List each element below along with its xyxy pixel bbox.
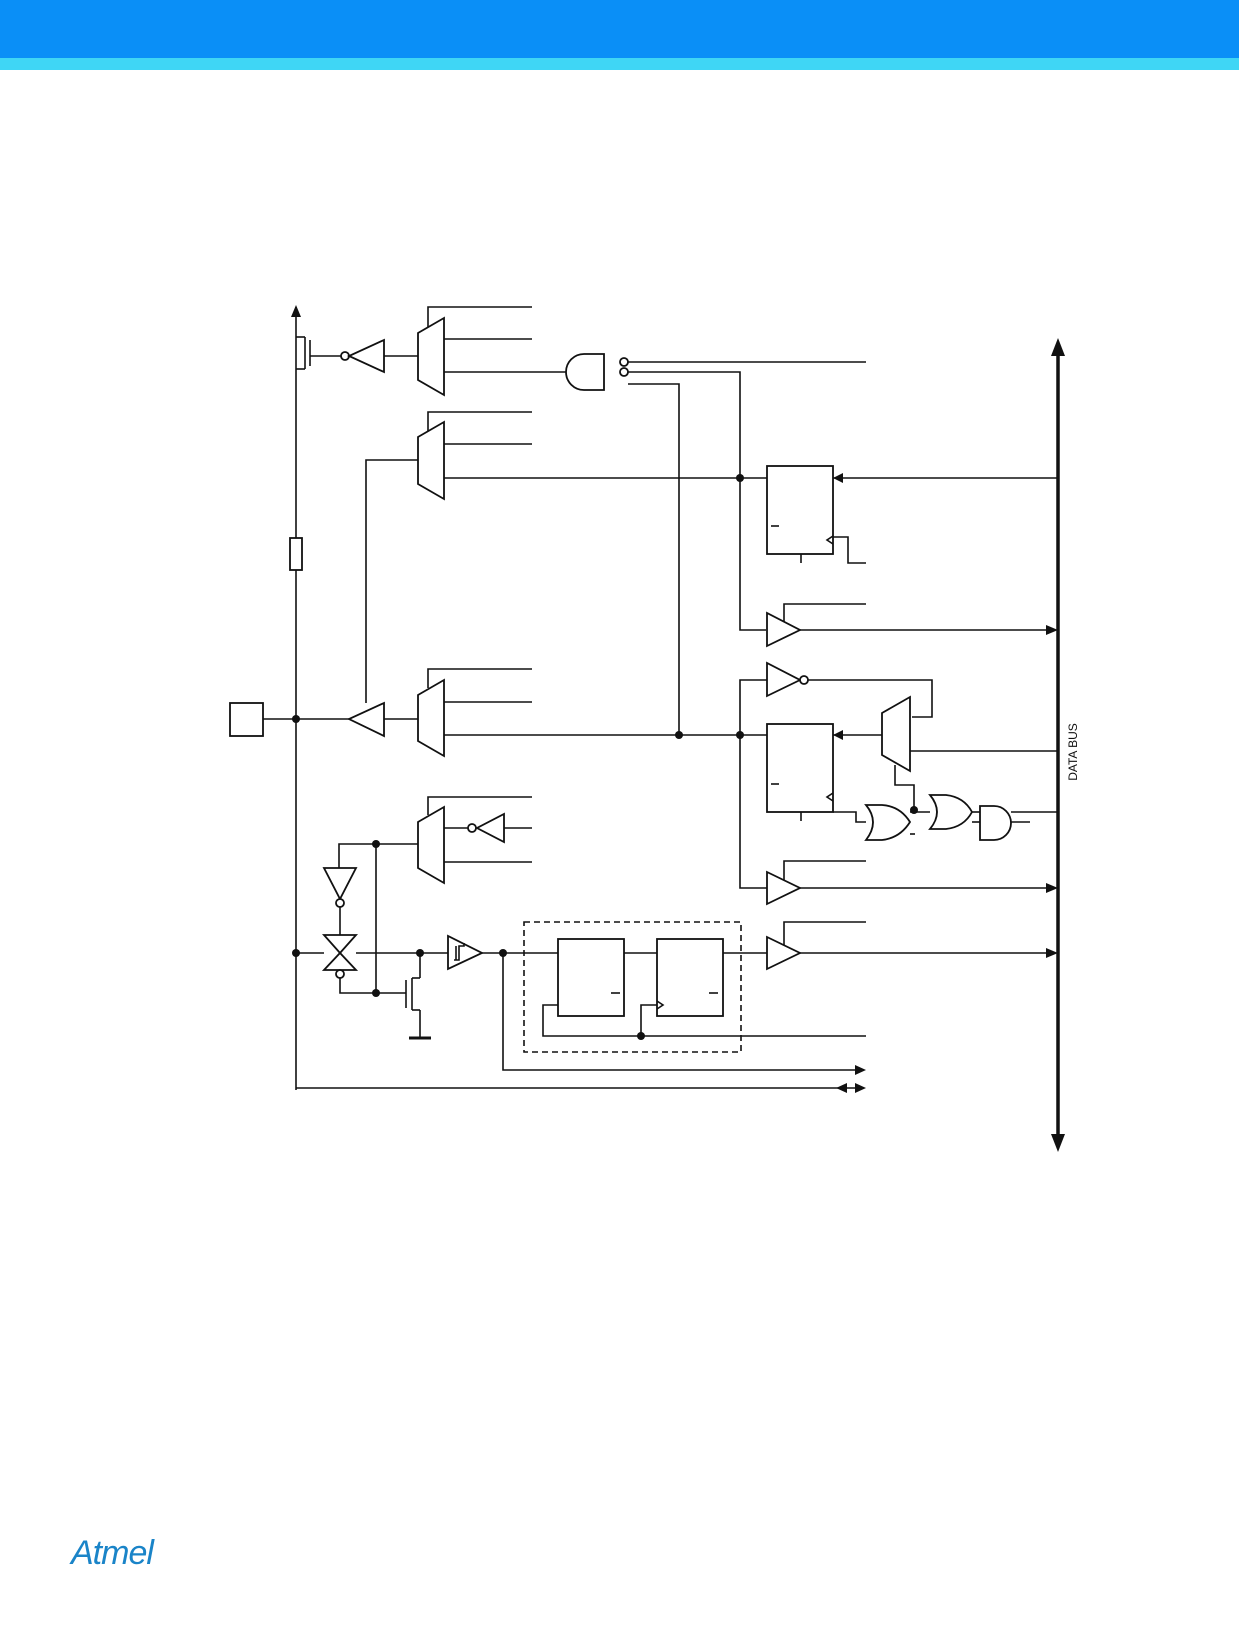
bottom-outputs [296,953,866,1093]
pullup-resistor [289,537,303,571]
read-buffer-ddr [766,603,1058,648]
sleep-inverter [322,843,376,908]
header-band [0,0,1239,58]
toggle-inverter [739,661,933,889]
pullup-driver [346,338,385,374]
pullup-transistor [296,336,350,370]
output-driver [346,701,385,738]
port-register [766,723,882,821]
mux-ddr [365,411,767,703]
read-buffer-pin [766,921,1058,971]
pin-pad [229,702,264,737]
logic-gates-write [833,794,1058,841]
mux-output [417,668,767,758]
mux-port-write [881,695,1058,810]
pulldown-transistor [376,953,431,1040]
header-stripe [0,58,1239,70]
transmission-gate [296,907,448,994]
mux-pullup [417,306,588,397]
data-bus-label: DATA BUS [1066,723,1080,781]
nand-gate-pullup [565,353,866,735]
schmitt-trigger [447,934,558,971]
synchronizer [523,921,866,1053]
read-buffer-port [766,860,1058,906]
ddr-register [766,465,1058,564]
pad-line [291,305,301,1090]
data-bus [1051,338,1065,1152]
logo-text: Atmel [71,1534,154,1572]
